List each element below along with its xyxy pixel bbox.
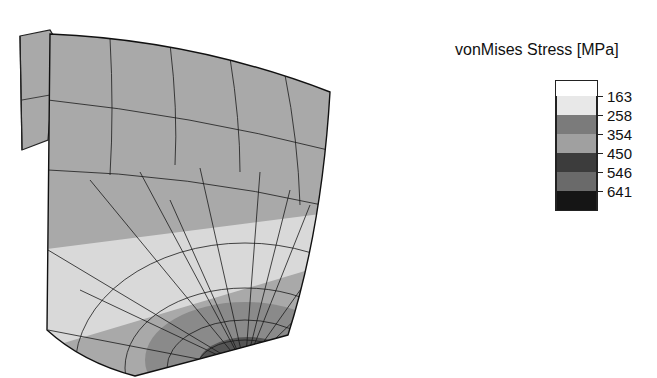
legend-swatch bbox=[556, 153, 597, 172]
shell-outline bbox=[47, 34, 330, 376]
legend-title: vonMises Stress [MPa] bbox=[455, 42, 619, 58]
legend-frame bbox=[556, 81, 598, 211]
legend-tick bbox=[597, 96, 603, 97]
mesh-lines bbox=[48, 38, 415, 378]
legend-value: 450 bbox=[607, 146, 632, 161]
legend-value: 546 bbox=[607, 165, 632, 180]
legend-top-band bbox=[556, 81, 598, 97]
legend-tick bbox=[597, 153, 603, 154]
legend-tick bbox=[597, 191, 603, 192]
legend-swatch bbox=[556, 191, 597, 210]
legend-swatch bbox=[556, 96, 597, 115]
legend-swatch bbox=[556, 172, 597, 191]
legend-value: 354 bbox=[607, 127, 632, 142]
legend-value: 641 bbox=[607, 184, 632, 199]
stress-contours bbox=[0, 0, 415, 378]
legend-tick bbox=[597, 172, 603, 173]
legend-tick bbox=[597, 134, 603, 135]
legend-swatch bbox=[556, 115, 597, 134]
legend-value: 258 bbox=[607, 108, 632, 123]
legend-tick bbox=[597, 115, 603, 116]
legend-swatch bbox=[556, 134, 597, 153]
legend-value: 163 bbox=[607, 89, 632, 104]
